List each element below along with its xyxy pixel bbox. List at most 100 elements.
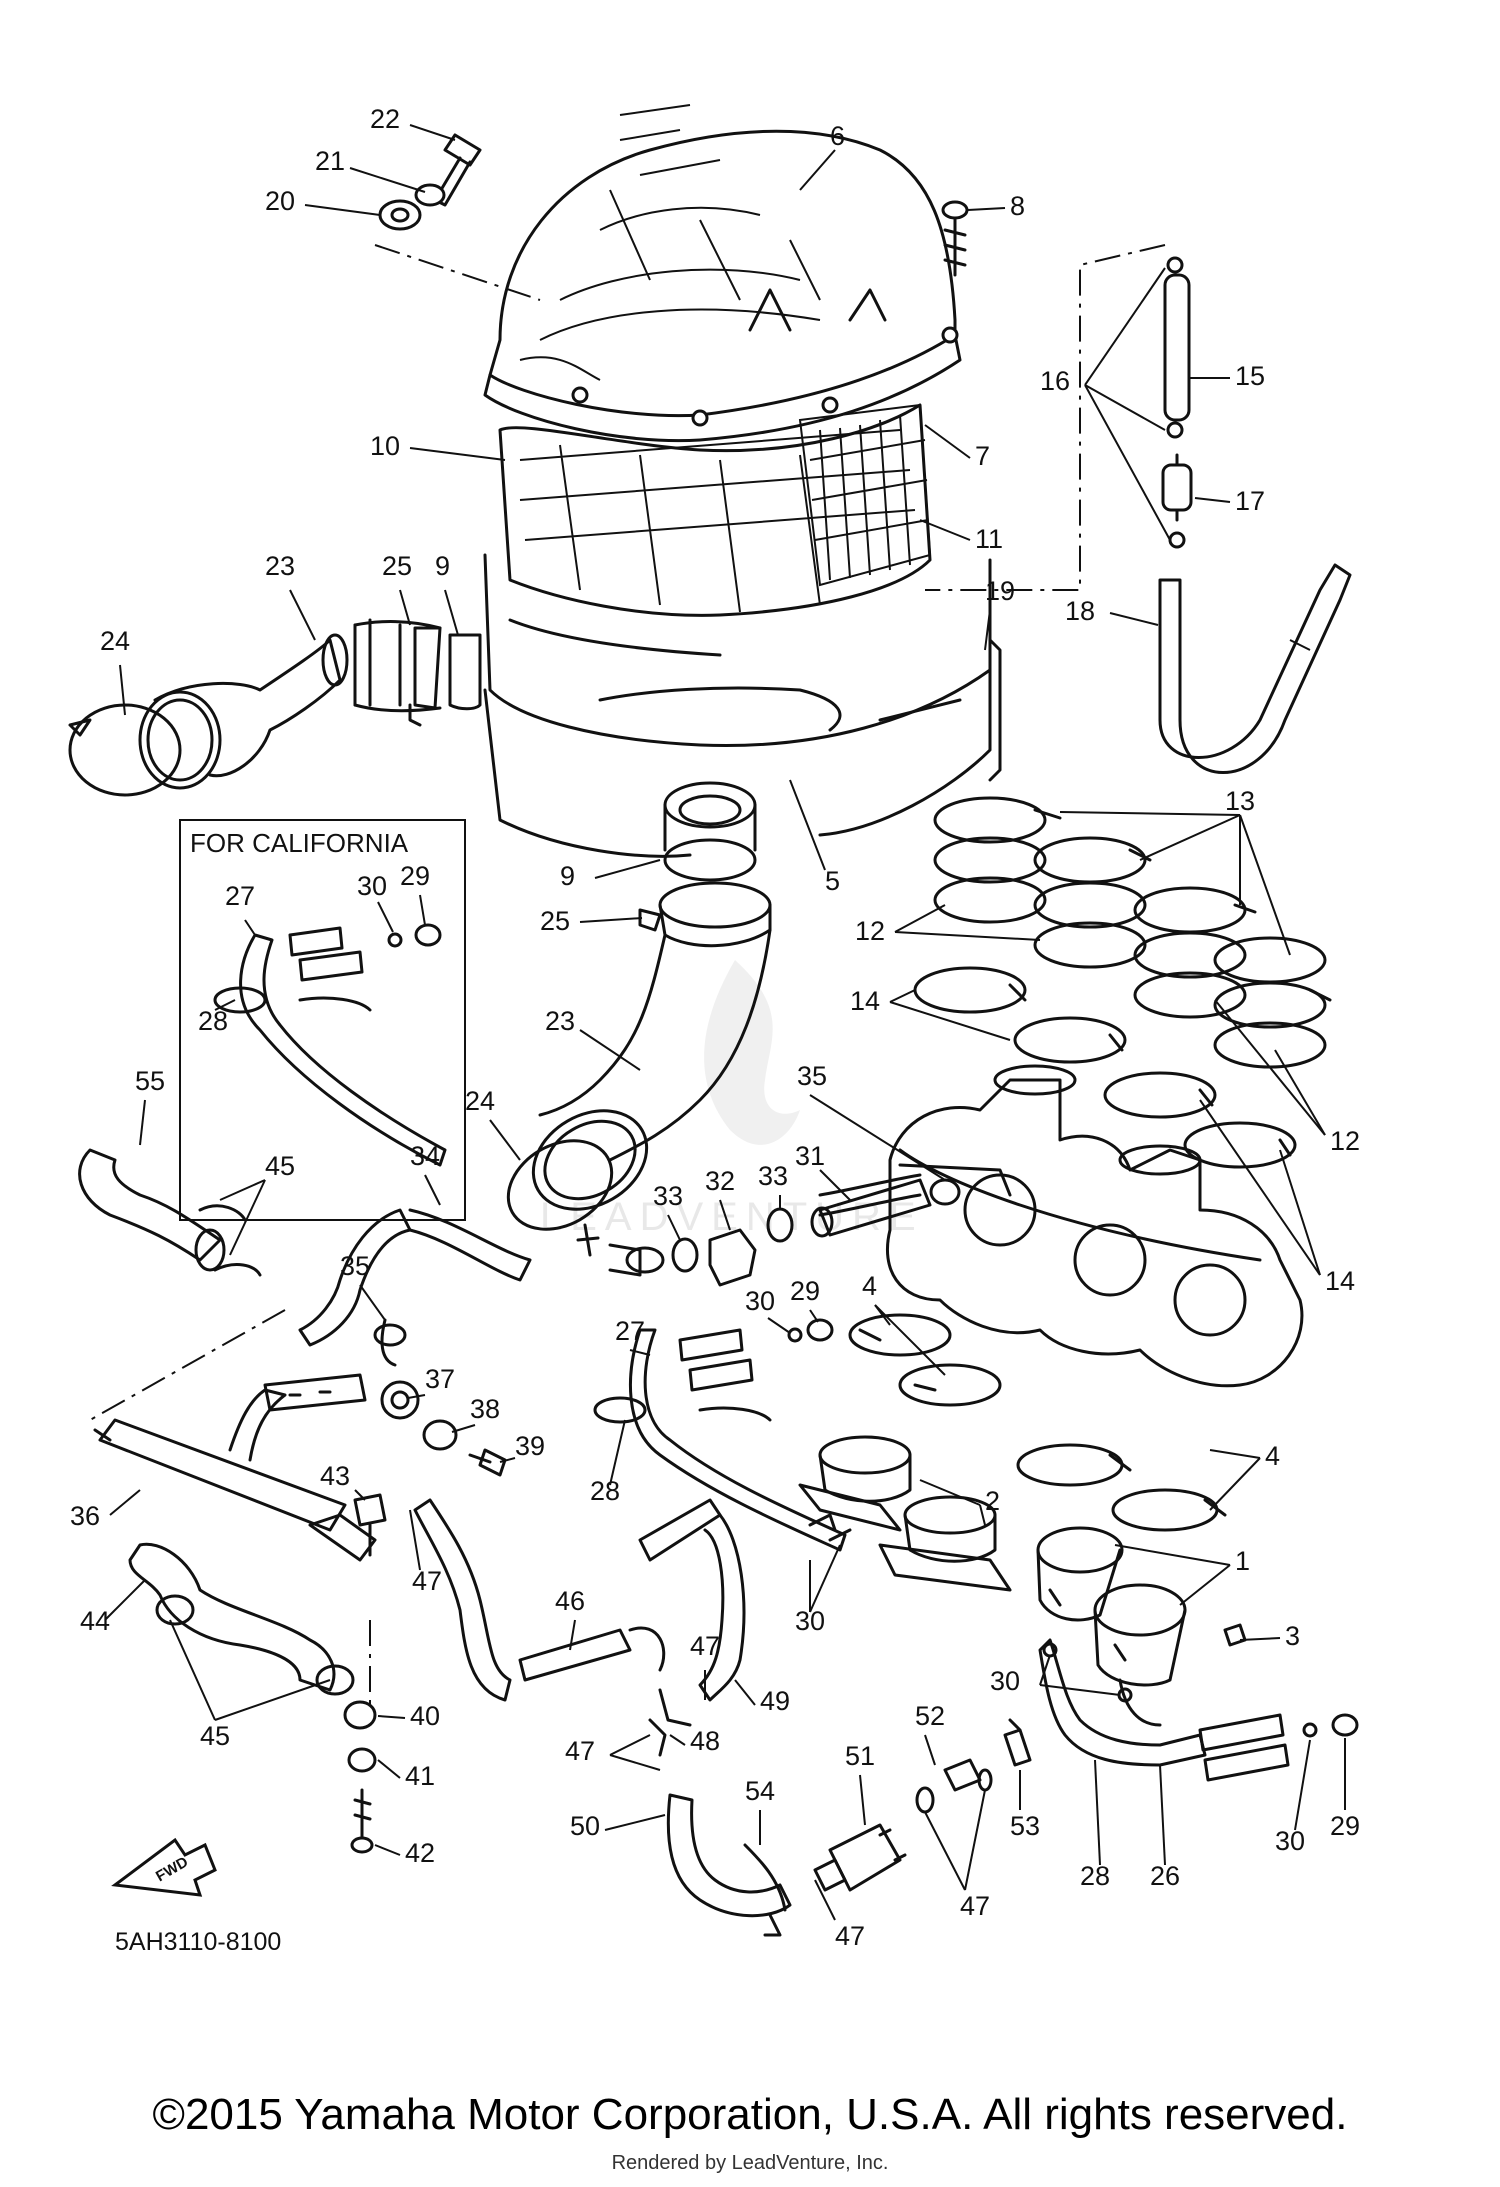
callout-number: 31 bbox=[795, 1141, 825, 1171]
callout-leader bbox=[859, 1774, 866, 1826]
intake-duct-lower bbox=[506, 838, 772, 1257]
callout-number: 7 bbox=[975, 441, 990, 471]
callout-leader bbox=[667, 1214, 681, 1241]
fuel-filter bbox=[813, 1718, 1032, 1892]
callout-number: 6 bbox=[830, 121, 845, 151]
callout-number: 22 bbox=[370, 104, 400, 134]
callout-4: 4 bbox=[1209, 1441, 1280, 1511]
callout-number: 24 bbox=[465, 1086, 495, 1116]
callout-33: 33 bbox=[653, 1181, 683, 1241]
callout-leader bbox=[569, 1619, 576, 1651]
callout-leader bbox=[377, 901, 394, 933]
callout-number: 12 bbox=[855, 916, 885, 946]
callout-10: 10 bbox=[370, 431, 506, 461]
callout-leader bbox=[719, 1199, 731, 1231]
callout-leader bbox=[799, 149, 836, 191]
callout-number: 47 bbox=[690, 1631, 720, 1661]
callout-31: 31 bbox=[795, 1141, 851, 1201]
callout-20: 20 bbox=[265, 186, 381, 216]
callout-leader bbox=[789, 779, 826, 871]
callout-36: 36 bbox=[70, 1489, 141, 1531]
callout-leader bbox=[489, 1119, 521, 1161]
callout-leader bbox=[304, 204, 381, 216]
callout-number: 13 bbox=[1225, 786, 1255, 816]
callout-number: 19 bbox=[985, 576, 1015, 606]
callout-number: 53 bbox=[1010, 1811, 1040, 1841]
callout-number: 14 bbox=[850, 986, 880, 1016]
callout-number: 48 bbox=[690, 1726, 720, 1756]
callout-number: 28 bbox=[590, 1476, 620, 1506]
callout-leader bbox=[579, 917, 643, 923]
callout-leader bbox=[1209, 1457, 1261, 1511]
callout-leader bbox=[809, 1094, 946, 1181]
callout-1: 1 bbox=[1114, 1544, 1250, 1606]
callout-number: 1 bbox=[1235, 1546, 1250, 1576]
callout-number: 50 bbox=[570, 1811, 600, 1841]
callout-2: 2 bbox=[919, 1479, 1000, 1526]
reference-line-cover bbox=[374, 244, 541, 301]
callout-34: 34 bbox=[410, 1141, 441, 1206]
callout-leader bbox=[1094, 1759, 1101, 1866]
callout-27: 27 bbox=[615, 1316, 651, 1356]
callout-leader bbox=[1274, 1049, 1326, 1136]
callout-number: 38 bbox=[470, 1394, 500, 1424]
callout-leader bbox=[1239, 1637, 1281, 1641]
drain-hoses bbox=[413, 1498, 792, 1937]
callout-22: 22 bbox=[370, 104, 456, 141]
fwd-arrow: FWD bbox=[111, 1837, 217, 1897]
callout-51: 51 bbox=[845, 1741, 875, 1826]
callout-number: 23 bbox=[265, 551, 295, 581]
callout-8: 8 bbox=[967, 191, 1025, 221]
callout-number: 28 bbox=[198, 1006, 228, 1036]
callout-leader bbox=[1179, 1564, 1231, 1606]
callout-leader bbox=[809, 1309, 819, 1323]
callout-leader bbox=[451, 1424, 476, 1433]
callout-leader bbox=[819, 1169, 851, 1201]
callout-number: 45 bbox=[265, 1151, 295, 1181]
callout-number: 18 bbox=[1065, 596, 1095, 626]
callout-47: 47 bbox=[409, 1509, 442, 1596]
callout-number: 45 bbox=[200, 1721, 230, 1751]
callout-7: 7 bbox=[924, 424, 990, 471]
callout-number: 30 bbox=[1275, 1826, 1305, 1856]
callout-33: 33 bbox=[758, 1161, 788, 1210]
callout-27: 27 bbox=[225, 881, 256, 936]
callout-number: 9 bbox=[560, 861, 575, 891]
callout-leader bbox=[104, 1579, 146, 1621]
callout-number: 36 bbox=[70, 1501, 100, 1531]
callout-leader bbox=[219, 1179, 266, 1201]
callout-leader bbox=[1199, 1099, 1321, 1276]
callout-50: 50 bbox=[570, 1811, 666, 1841]
callout-leader bbox=[894, 904, 946, 933]
callout-number: 54 bbox=[745, 1776, 775, 1806]
callout-number: 39 bbox=[515, 1431, 545, 1461]
callout-leader bbox=[289, 589, 316, 641]
callout-leader bbox=[499, 1457, 516, 1463]
callout-number: 29 bbox=[1330, 1811, 1360, 1841]
callout-number: 4 bbox=[862, 1271, 877, 1301]
callout-41: 41 bbox=[377, 1759, 435, 1791]
callout-number: 42 bbox=[405, 1838, 435, 1868]
callout-leader bbox=[409, 124, 456, 141]
callout-number: 30 bbox=[745, 1286, 775, 1316]
callout-leader bbox=[814, 1879, 836, 1921]
callout-leader bbox=[349, 167, 426, 193]
rendered-by-note: Rendered by LeadVenture, Inc. bbox=[611, 2152, 889, 2174]
callout-number: 35 bbox=[340, 1251, 370, 1281]
callout-55: 55 bbox=[135, 1066, 165, 1146]
callout-18: 18 bbox=[1065, 596, 1159, 626]
callout-number: 33 bbox=[758, 1161, 788, 1191]
air-box-cover bbox=[483, 104, 962, 443]
callout-leader bbox=[244, 919, 256, 936]
callout-leader bbox=[919, 1479, 981, 1506]
callout-leader bbox=[924, 1734, 936, 1766]
callout-number: 29 bbox=[400, 861, 430, 891]
callout-28: 28 bbox=[590, 1419, 626, 1506]
callout-leader bbox=[924, 424, 971, 459]
callout-number: 44 bbox=[80, 1606, 110, 1636]
callout-leader bbox=[984, 609, 991, 651]
callout-leader bbox=[889, 989, 916, 1003]
callout-number: 35 bbox=[797, 1061, 827, 1091]
callout-leader bbox=[1214, 999, 1326, 1136]
